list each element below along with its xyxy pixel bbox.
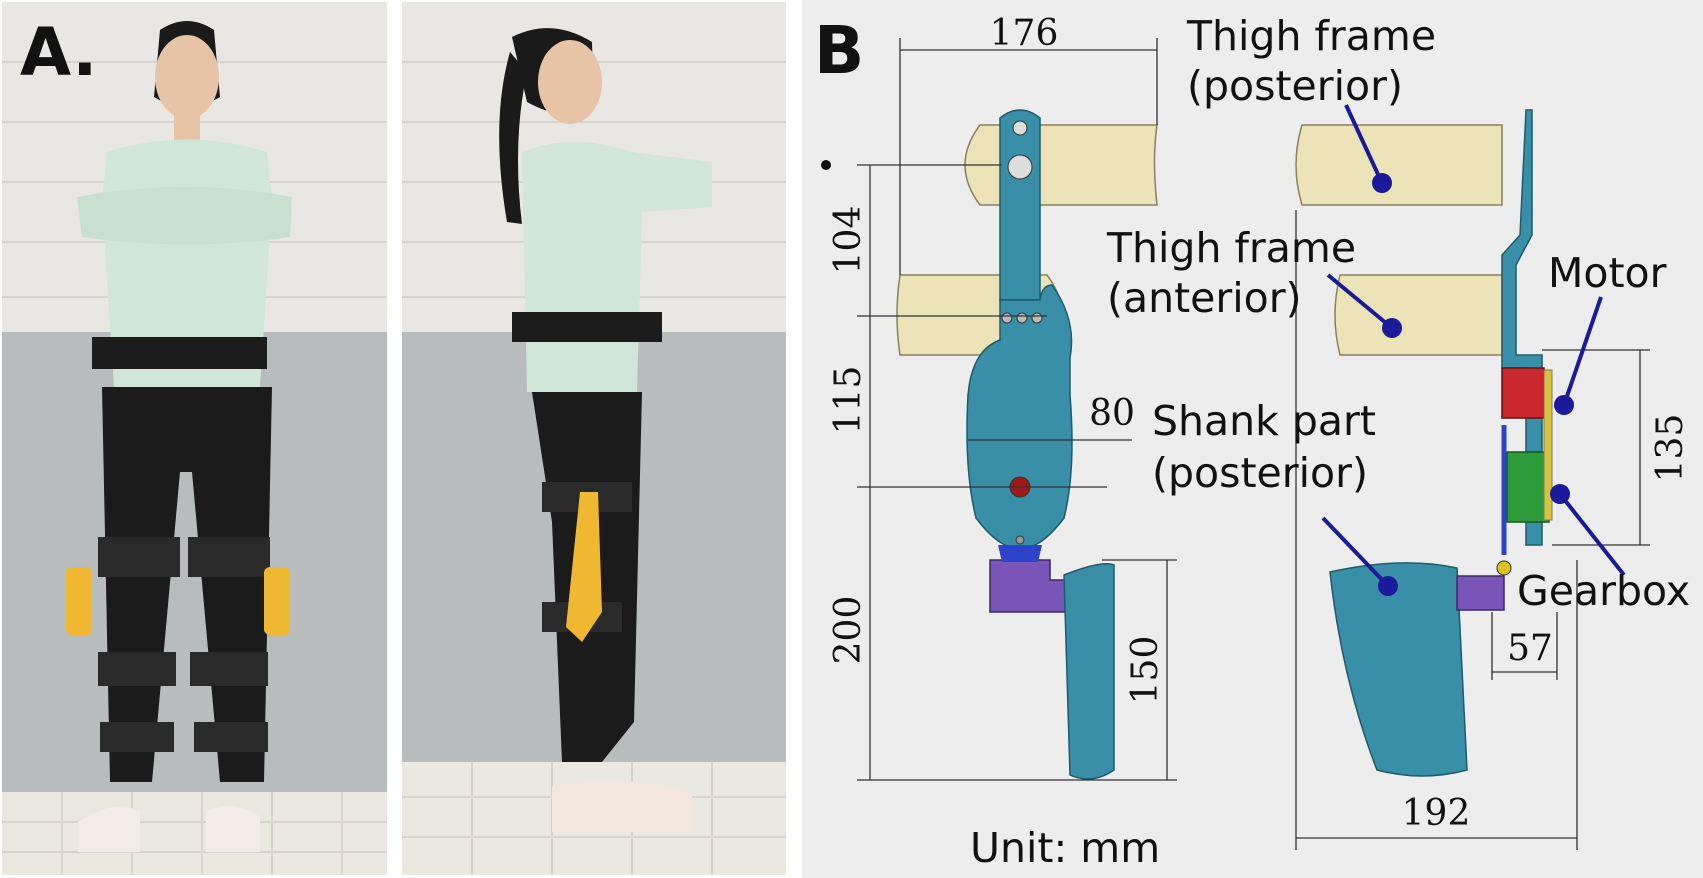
photo-side-view [402, 2, 786, 875]
dim-shank-length: 150 [1125, 636, 1166, 705]
side-view-illustration [402, 2, 786, 875]
dimension-lines-front [857, 38, 1177, 781]
panel-b-label: B [814, 12, 865, 89]
thigh-frame-anterior-side [1334, 274, 1505, 356]
unit-note: Unit: mm [970, 824, 1160, 872]
photo-front-view: A. [2, 2, 387, 875]
bracket-side [1456, 575, 1505, 611]
exo-device-side [566, 492, 602, 642]
callout-pointers [1321, 104, 1626, 588]
dim-top-width: 176 [990, 13, 1059, 54]
callout-shank-line2: (posterior) [1152, 449, 1368, 497]
motor-part [1501, 367, 1545, 419]
cad-drawing: 176 104 115 80 200 150 135 57 19 [802, 0, 1703, 878]
callout-thigh-posterior-line1: Thigh frame [1186, 12, 1436, 60]
exo-device-left [66, 567, 92, 635]
callout-shank-line1: Shank part [1152, 397, 1376, 445]
callout-thigh-posterior-line2: (posterior) [1187, 62, 1403, 110]
shank-part-side [1329, 562, 1468, 777]
dim-actuator-height: 135 [1650, 414, 1691, 483]
actuator-housing-front [966, 284, 1073, 549]
front-view-illustration [2, 2, 387, 875]
gearbox-part [1506, 451, 1550, 523]
callout-thigh-anterior-line2: (anterior) [1107, 274, 1302, 322]
cad-drawing-panel: 176 104 115 80 200 150 135 57 19 [802, 0, 1703, 878]
shank-part-front [1063, 563, 1115, 780]
panel-a-label: A. [20, 14, 98, 91]
callout-motor: Motor [1548, 249, 1667, 297]
callout-gearbox: Gearbox [1517, 567, 1690, 615]
dim-lower-length: 200 [828, 596, 869, 665]
dim-thigh-spacing: 104 [828, 206, 869, 275]
dim-upper-length: 115 [828, 366, 869, 435]
callout-dots [1372, 173, 1574, 596]
thigh-frame-posterior-side [1295, 124, 1503, 206]
callout-thigh-anterior-line1: Thigh frame [1106, 224, 1356, 272]
exo-device-right [264, 567, 290, 635]
dim-side-width: 192 [1402, 793, 1471, 834]
dim-offset: 57 [1507, 628, 1553, 669]
dim-case-width: 80 [1089, 393, 1135, 434]
